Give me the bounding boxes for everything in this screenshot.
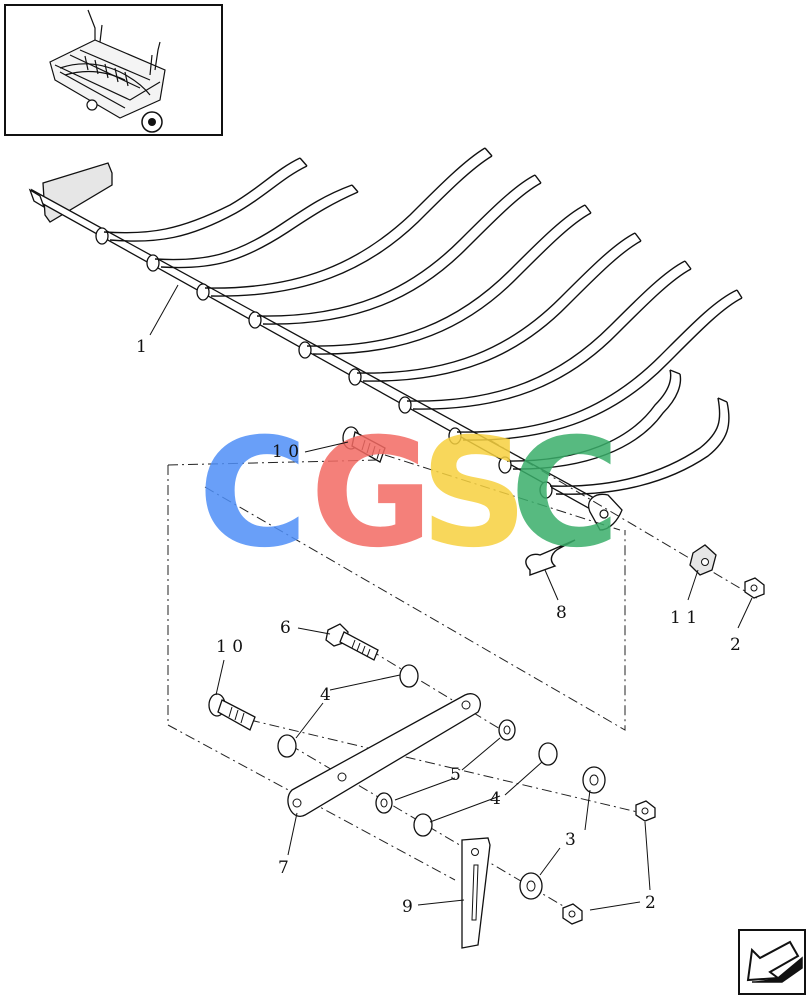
callout-1: 1 <box>136 337 147 357</box>
callout-10-lower: 1 0 <box>216 637 243 657</box>
callout-10-upper: 1 0 <box>272 442 299 462</box>
callout-4-lower: 4 <box>490 789 501 809</box>
callout-labels: 1 1 0 8 1 1 2 6 1 0 4 5 4 3 7 9 2 <box>136 337 741 917</box>
tine-shaft-assembly <box>28 147 743 531</box>
callout-2-upper: 2 <box>730 635 741 655</box>
callout-7: 7 <box>278 858 289 878</box>
callout-9: 9 <box>402 897 413 917</box>
spring-clip <box>525 539 576 576</box>
callout-5: 5 <box>450 765 461 785</box>
watermark-letter-c1: C <box>198 407 308 581</box>
hardware-parts <box>208 426 765 949</box>
baler-overview-thumbnail-icon[interactable] <box>4 4 223 136</box>
next-page-arrow-icon[interactable] <box>738 929 806 995</box>
callout-4-upper: 4 <box>320 685 331 705</box>
watermark-logo: C G S C <box>198 407 620 581</box>
callout-3: 3 <box>565 830 576 850</box>
callout-11: 1 1 <box>670 608 697 628</box>
watermark-letter-g: G <box>310 407 433 581</box>
watermark-letter-c2: C <box>510 407 620 581</box>
callout-6: 6 <box>280 618 291 638</box>
watermark-letter-s: S <box>420 407 528 581</box>
callout-8: 8 <box>556 603 567 623</box>
leader-lines <box>149 284 753 911</box>
callout-2-lower: 2 <box>645 893 656 913</box>
